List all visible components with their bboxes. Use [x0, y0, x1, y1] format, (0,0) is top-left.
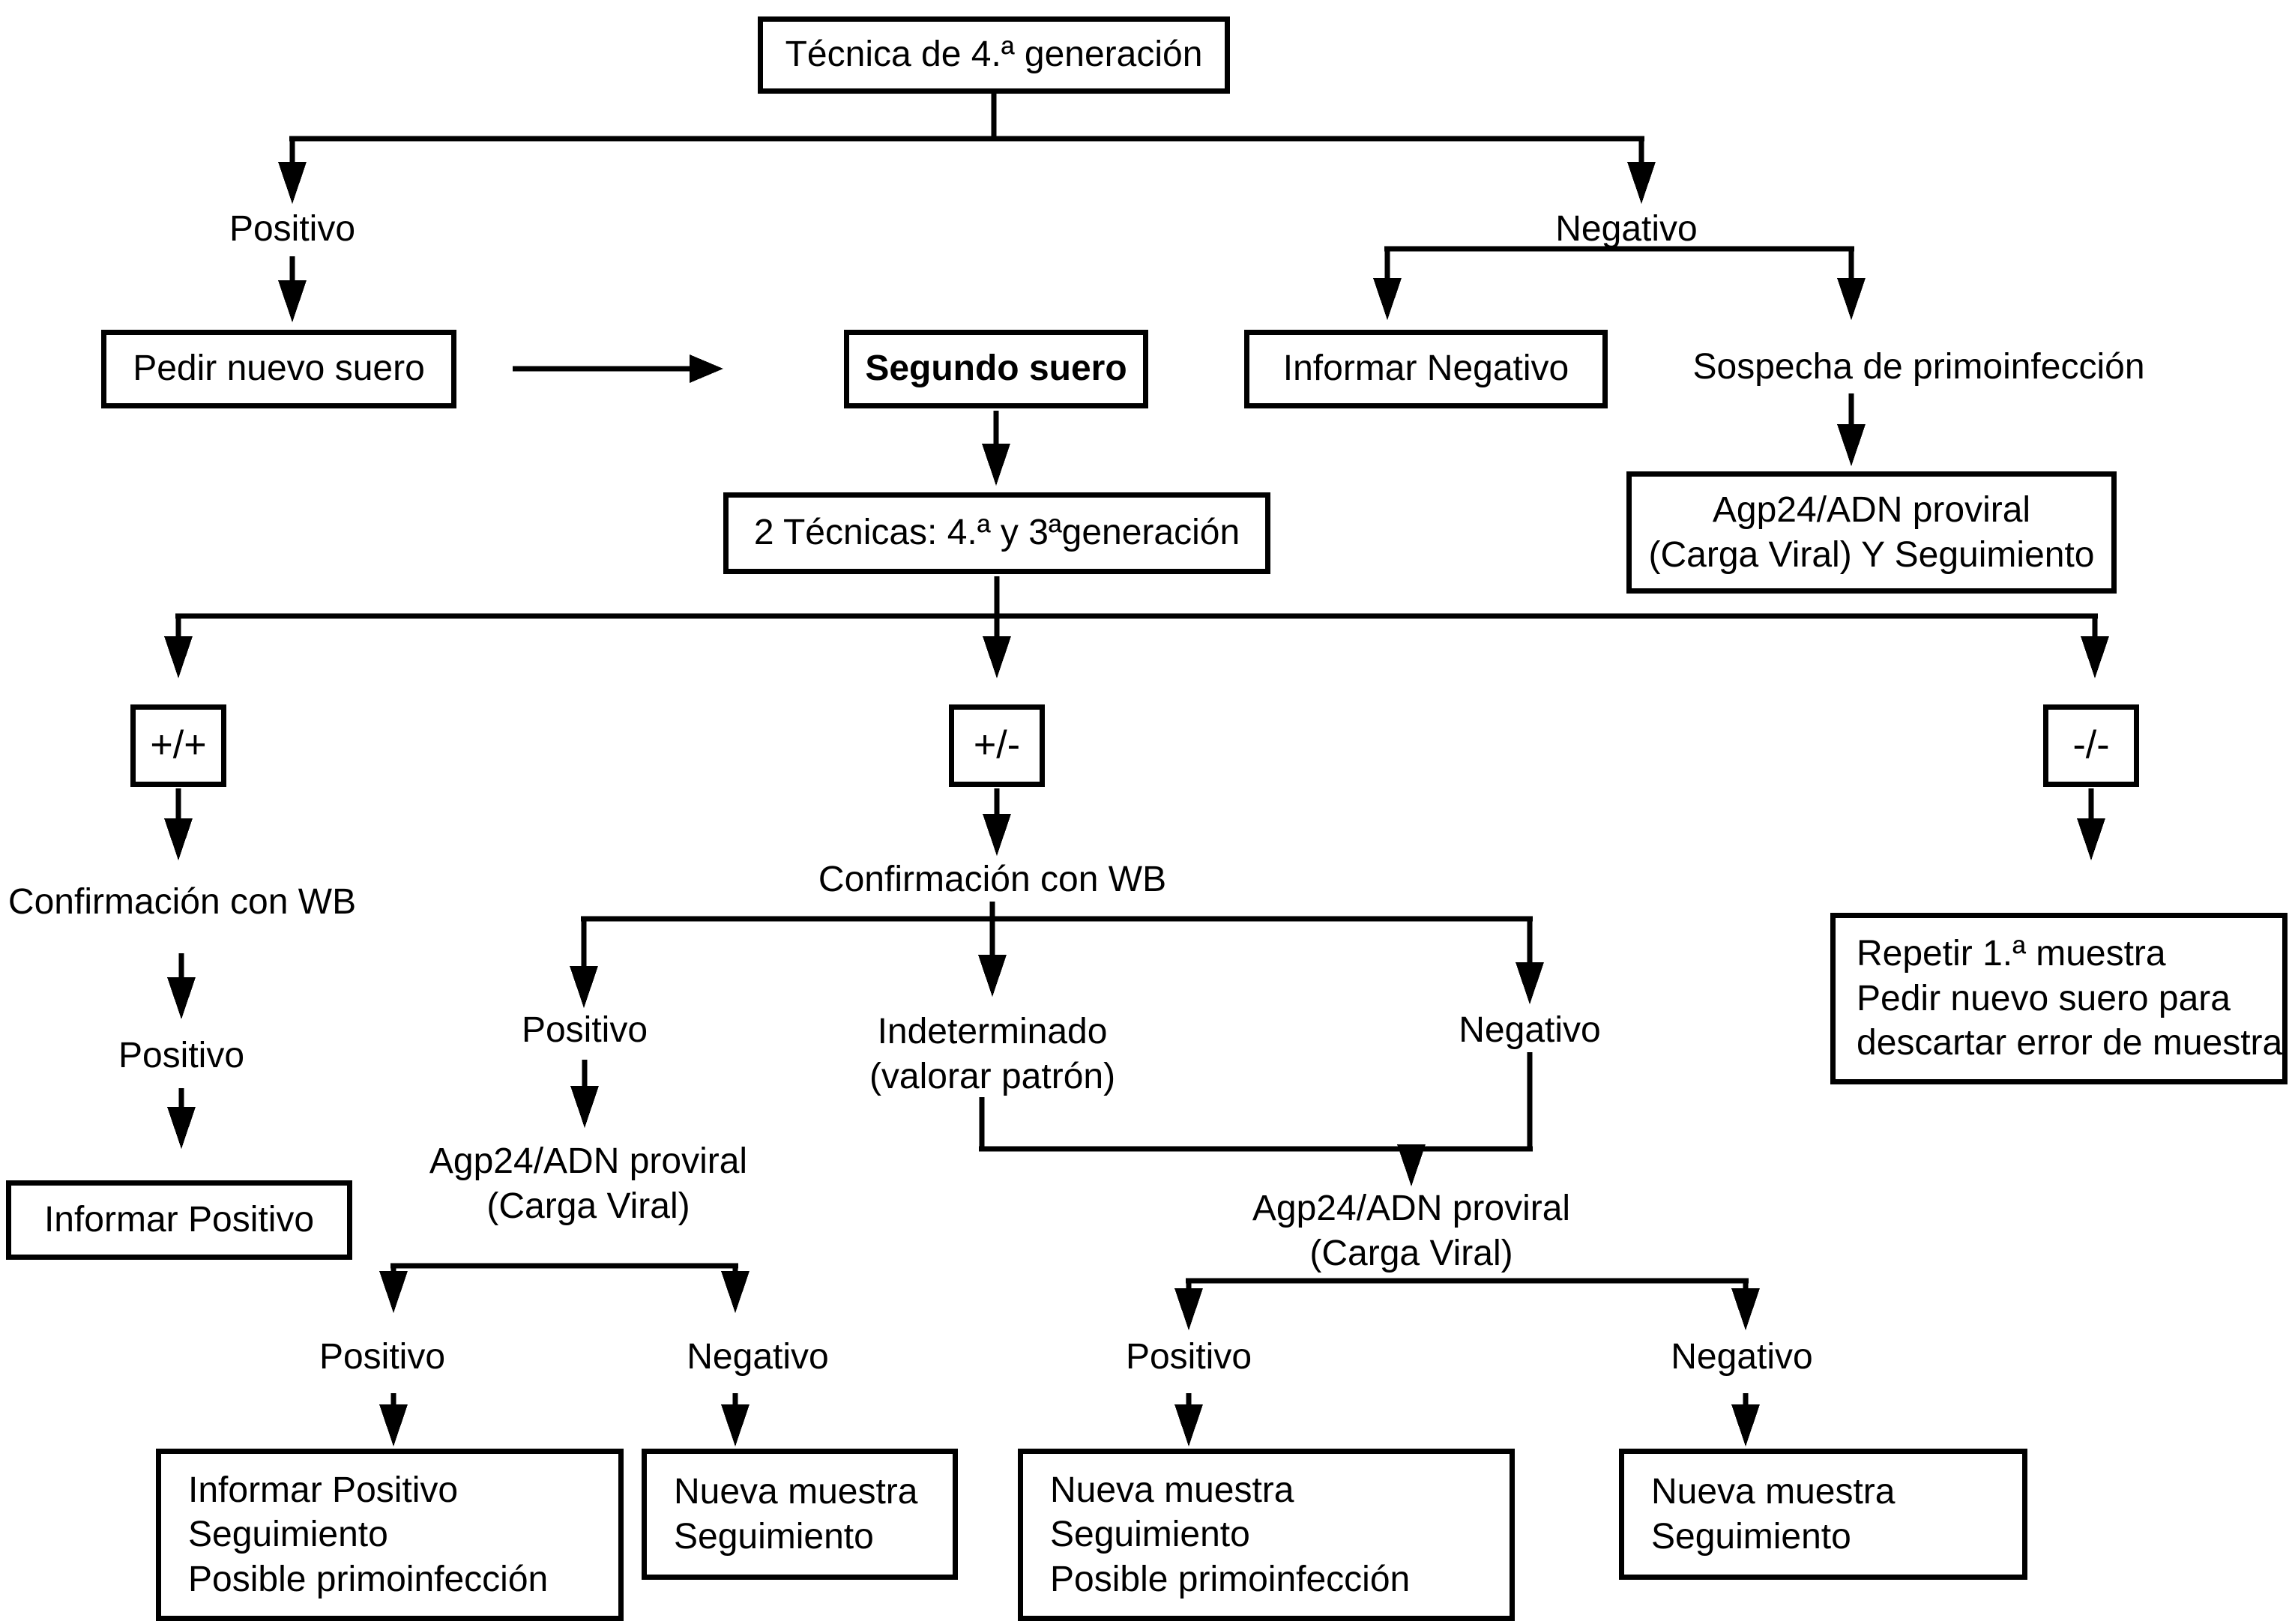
node-dos-tecnicas: 2 Técnicas: 4.ª y 3ªgeneración [723, 492, 1270, 574]
node-repetir-muestra: Repetir 1.ª muestra Pedir nuevo suero pa… [1830, 913, 2288, 1084]
node-nueva-muestra-1-line2: Seguimiento [674, 1516, 874, 1557]
node-inf-pos-seg-line3: Posible primoinfección [188, 1559, 549, 1599]
connector-agp24-1-split [379, 1263, 750, 1446]
label-agp24-2-line2: (Carga Viral) [1309, 1234, 1513, 1273]
connector-agp24-2-split [1174, 1278, 1760, 1446]
connector-negativo-split [1373, 246, 1866, 320]
label-agp24-1-line1: Agp24/ADN proviral [429, 1141, 748, 1182]
label-negativo-root: Negativo [1555, 208, 1698, 249]
connector-wbizq-chain [167, 953, 196, 1149]
node-repetir-muestra-line3: descartar error de muestra [1857, 1023, 2283, 1063]
node-pedir-nuevo-suero: Pedir nuevo suero [101, 330, 456, 408]
node-agp24-seguimiento-line1: Agp24/ADN proviral [1712, 489, 2031, 530]
label-agp24-1-negativo: Negativo [687, 1336, 829, 1377]
node-nueva-muestra-primoinfeccion: Nueva muestra Seguimiento Posible primoi… [1018, 1449, 1515, 1621]
node-resultado-neg-neg: -/- [2043, 704, 2139, 787]
label-agp24-2-negativo: Negativo [1671, 1336, 1813, 1377]
connector-sospecha-agp24 [1837, 393, 1866, 466]
connector-dostecnicas-split [164, 576, 2109, 678]
label-agp24-carga-viral-1: Agp24/ADN proviral (Carga Viral) [414, 1141, 762, 1227]
connector-root-split [278, 94, 1656, 204]
connector-segundo-dostecnicas [982, 411, 1010, 486]
label-positivo-root: Positivo [229, 208, 356, 249]
label-wb-negativo: Negativo [1459, 1009, 1601, 1050]
label-confirmacion-wb-izquierda: Confirmación con WB [7, 881, 357, 922]
label-wb-indeterminado-line1: Indeterminado [877, 1012, 1108, 1052]
node-informar-negativo: Informar Negativo [1244, 330, 1608, 408]
node-inf-pos-seg-line2: Seguimiento [188, 1515, 388, 1555]
label-wb-indeterminado: Indeterminado (valorar patrón) [850, 1012, 1135, 1096]
node-agp24-seguimiento-line2: (Carga Viral) Y Seguimiento [1648, 534, 2095, 575]
label-agp24-2-positivo: Positivo [1125, 1336, 1252, 1377]
label-agp24-2-line1: Agp24/ADN proviral [1252, 1189, 1571, 1229]
node-nueva-prim-line1: Nueva muestra [1050, 1470, 1294, 1510]
label-wb-positivo: Positivo [521, 1009, 648, 1050]
node-segundo-suero: Segundo suero [844, 330, 1148, 408]
connector-positivo-pedir [278, 256, 307, 322]
node-nueva-prim-line2: Seguimiento [1050, 1515, 1250, 1555]
label-wb-izq-positivo: Positivo [118, 1035, 245, 1075]
label-agp24-1-line2: (Carga Viral) [486, 1186, 690, 1226]
node-agp24-seguimiento: Agp24/ADN proviral (Carga Viral) Y Segui… [1626, 471, 2117, 594]
connector-pedir-segundo [513, 354, 723, 383]
node-resultado-pos-pos: +/+ [130, 704, 226, 787]
connector-wbcentro-split [570, 902, 1544, 1008]
node-nueva-muestra-1: Nueva muestra Seguimiento [642, 1449, 958, 1580]
node-repetir-muestra-line2: Pedir nuevo suero para [1857, 978, 2231, 1018]
node-repetir-muestra-line1: Repetir 1.ª muestra [1857, 934, 2166, 974]
node-inf-pos-seg-line1: Informar Positivo [188, 1470, 459, 1510]
connector-join-agp24-2 [979, 1052, 1533, 1186]
node-nueva-muestra-1-line1: Nueva muestra [674, 1471, 918, 1512]
node-informar-positivo-seguimiento: Informar Positivo Seguimiento Posible pr… [156, 1449, 624, 1621]
label-agp24-1-positivo: Positivo [319, 1336, 446, 1377]
node-nueva-muestra-2-line1: Nueva muestra [1651, 1471, 1896, 1512]
node-nueva-prim-line3: Posible primoinfección [1050, 1559, 1411, 1599]
connector-wbpositivo-agp24 [570, 1060, 599, 1128]
node-tecnica-4-generacion: Técnica de 4.ª generación [758, 16, 1230, 94]
label-sospecha-primoinfeccion: Sospecha de primoinfección [1692, 346, 2145, 387]
connector-results-down [164, 788, 2105, 860]
node-informar-positivo: Informar Positivo [6, 1180, 352, 1260]
label-confirmacion-wb-centro: Confirmación con WB [818, 859, 1167, 899]
node-resultado-pos-neg: +/- [949, 704, 1045, 787]
label-agp24-carga-viral-2: Agp24/ADN proviral (Carga Viral) [1237, 1189, 1585, 1274]
node-nueva-muestra-2: Nueva muestra Seguimiento [1619, 1449, 2027, 1580]
node-nueva-muestra-2-line2: Seguimiento [1651, 1516, 1851, 1557]
label-wb-indeterminado-line2: (valorar patrón) [869, 1057, 1116, 1096]
